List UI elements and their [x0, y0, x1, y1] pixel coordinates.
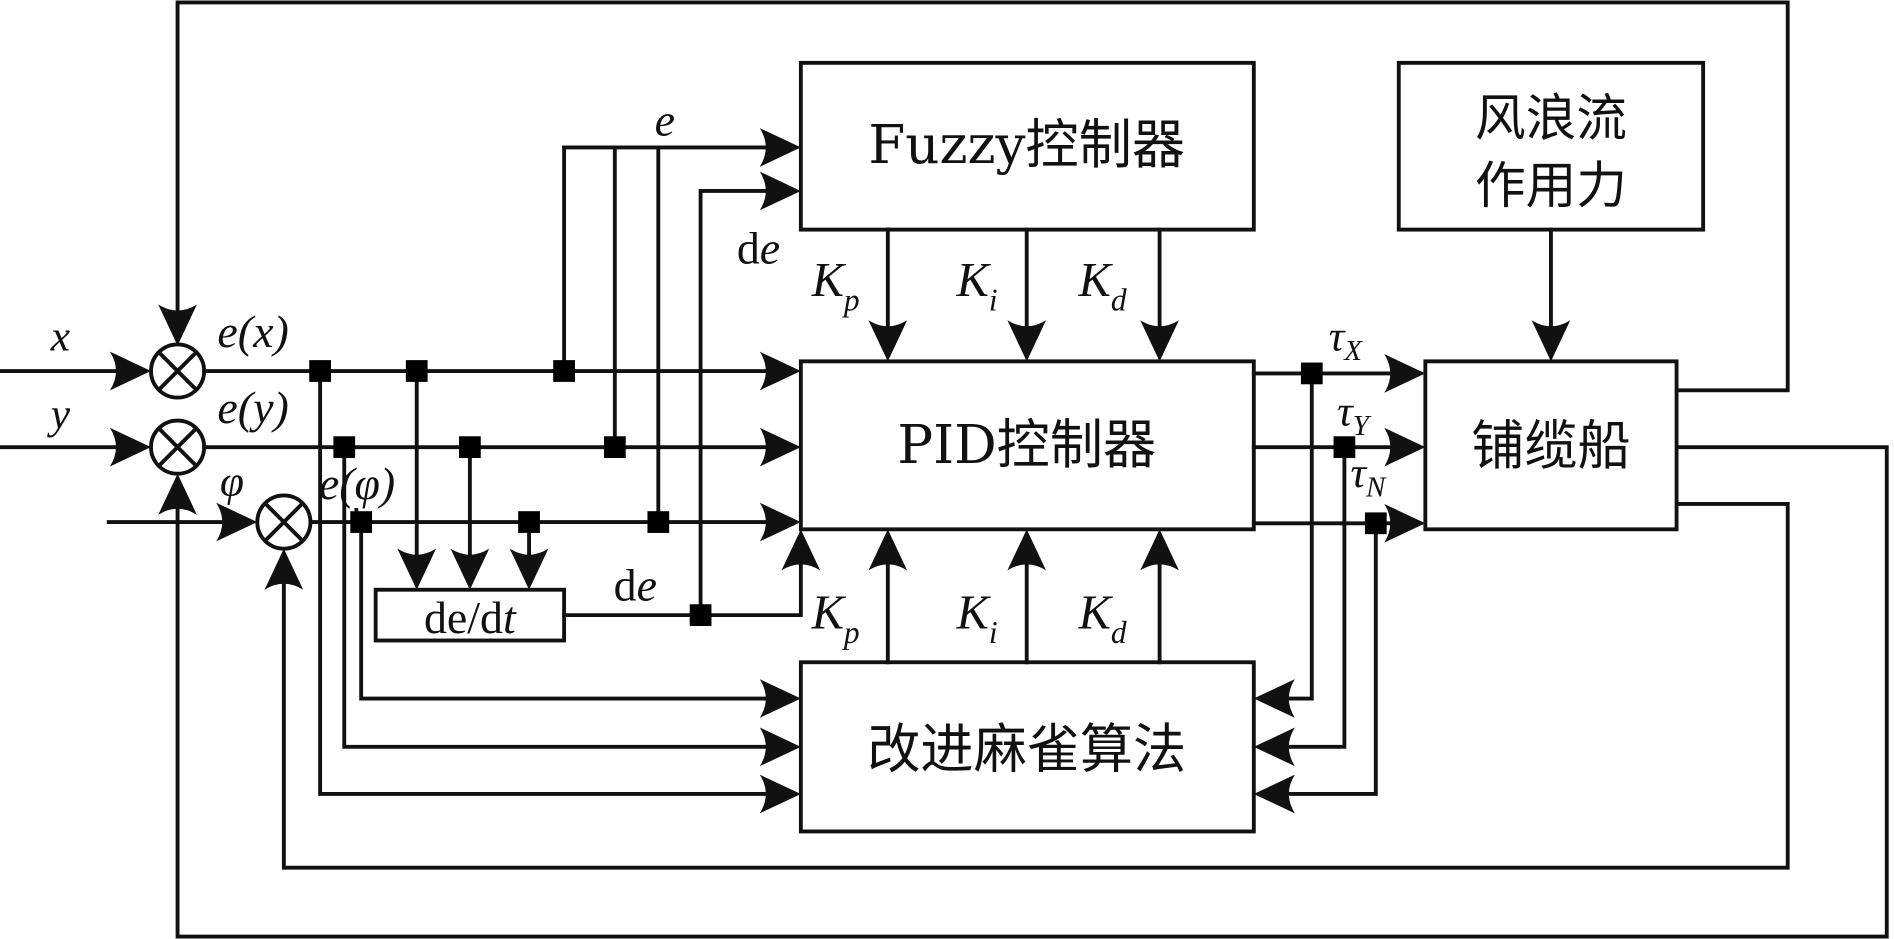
- arrow-derivative-in-y: [450, 548, 490, 590]
- de-line-to-pid: [562, 560, 803, 618]
- error-label-ephi: e(φ): [319, 458, 395, 509]
- gain-label-top-kd: Kd: [1078, 254, 1127, 318]
- pid-controller-block[interactable]: [798, 359, 1256, 532]
- arrow-gain-top-kd: [1140, 320, 1179, 362]
- arrow-fuzzy-in-e: [759, 128, 801, 167]
- ship-block[interactable]: [1423, 359, 1679, 532]
- algo-in-ey: [342, 445, 771, 749]
- gain-label-top-kp: Kp: [811, 254, 860, 318]
- arrow-into-sum-x-top: [158, 304, 197, 346]
- junction-dot: [518, 511, 540, 533]
- input-label-phi: φ: [220, 457, 244, 505]
- arrow-pid-in-x: [759, 351, 801, 391]
- gain-label-bottom-ki: Ki: [956, 586, 998, 650]
- algo-in-tau-x: [1284, 371, 1314, 701]
- arrow-algo-in-tau-y: [1253, 727, 1295, 767]
- feedback-line-x: [175, 0, 1790, 393]
- arrow-gain-top-ki: [1007, 320, 1047, 362]
- algo-in-ephi: [359, 520, 771, 701]
- gain-label-bottom-kd: Kd: [1078, 586, 1127, 650]
- input-label-y: y: [47, 390, 71, 438]
- junction-dot: [603, 436, 626, 459]
- force-label-tau-n: τN: [1350, 449, 1387, 504]
- derivative-block-label: de/dt: [424, 592, 517, 643]
- force-label-tau-x: τX: [1329, 312, 1364, 367]
- signal-label-e: e: [655, 94, 675, 145]
- arrow-fuzzy-in-de: [759, 171, 801, 211]
- disturbance-label-line1: 风浪流: [1475, 88, 1627, 147]
- arrow-gain-bottom-ki: [1007, 529, 1047, 571]
- feedback-line-y: [175, 445, 1889, 939]
- arrow-pid-in-de: [781, 529, 821, 571]
- de-bus-to-fuzzy: [698, 189, 771, 618]
- fuzzy-controller-block[interactable]: [798, 60, 1256, 232]
- arrow-input-phi: [216, 502, 258, 542]
- junction-dot: [1364, 512, 1387, 535]
- error-label-ey: e(y): [217, 382, 288, 433]
- summing-junction-x: [149, 342, 207, 400]
- junction-dot: [689, 604, 712, 626]
- force-label-tau-y: τY: [1337, 387, 1372, 442]
- feedback-line-phi: [281, 502, 1790, 870]
- gain-label-top-ki: Ki: [956, 254, 998, 318]
- junction-dot: [553, 360, 575, 382]
- disturbance-block[interactable]: [1396, 60, 1706, 232]
- junction-dot: [1333, 436, 1356, 459]
- arrow-algo-in-ey: [759, 727, 801, 767]
- algo-in-tau-y: [1284, 445, 1347, 749]
- error-label-ex: e(x): [217, 306, 288, 357]
- ship-label: 铺缆船: [1471, 415, 1630, 477]
- junction-dot: [350, 511, 373, 533]
- summing-junction-y: [149, 418, 207, 476]
- junction-dots: [309, 360, 1387, 626]
- algorithm-label: 改进麻雀算法: [867, 718, 1186, 780]
- gain-label-bottom-kp: Kp: [811, 586, 860, 650]
- arrow-into-sum-phi-bottom: [264, 548, 304, 590]
- junction-dot: [647, 511, 670, 533]
- algo-in-tau-n: [1284, 521, 1378, 796]
- arrow-algo-in-ephi: [759, 679, 801, 718]
- arrow-gain-bottom-kd: [1140, 529, 1179, 571]
- arrow-input-x: [109, 351, 151, 391]
- junction-dot: [459, 436, 481, 459]
- signal-label-de-top: de: [737, 222, 780, 273]
- arrow-gain-top-kp: [868, 320, 908, 362]
- arrow-algo-in-ex: [759, 774, 801, 814]
- arrow-pid-in-phi: [759, 502, 801, 542]
- arrow-ship-in-x: [1384, 354, 1426, 393]
- arrow-ship-in-y: [1384, 427, 1426, 467]
- arrow-into-sum-y-bottom: [158, 473, 197, 515]
- summing-junction-phi: [255, 493, 313, 551]
- arrow-algo-in-tau-n: [1253, 774, 1295, 814]
- arrow-derivative-in-x: [397, 548, 437, 590]
- pid-controller-label: PID控制器: [897, 414, 1156, 476]
- signal-label-de-mid: de: [614, 560, 657, 611]
- arrow-gain-bottom-kp: [868, 529, 908, 571]
- junction-dot: [1300, 362, 1323, 385]
- arrow-ship-in-disturbance: [1531, 320, 1571, 362]
- fuzzy-controller-label: Fuzzy控制器: [868, 114, 1185, 176]
- disturbance-label-line2: 作用力: [1475, 156, 1627, 215]
- arrow-derivative-in-phi: [509, 548, 549, 590]
- junction-dot: [309, 360, 331, 382]
- arrow-ship-in-n: [1384, 503, 1426, 543]
- arrow-pid-in-y: [759, 427, 801, 467]
- arrow-input-y: [109, 427, 151, 467]
- arrow-algo-in-tau-x: [1253, 679, 1295, 718]
- input-label-x: x: [50, 312, 70, 360]
- junction-dot: [405, 360, 428, 382]
- algo-in-ex: [318, 369, 771, 796]
- improved-sparrow-algorithm-block[interactable]: [798, 660, 1256, 834]
- junction-dot: [333, 436, 356, 459]
